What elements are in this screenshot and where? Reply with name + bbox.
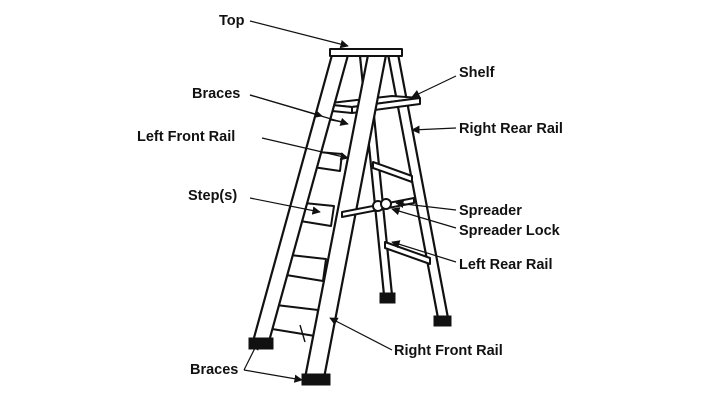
label-shelf: Shelf: [459, 65, 495, 81]
leader-spreader: [395, 199, 457, 211]
leader-braces-lower-b: [243, 369, 303, 383]
label-top: Top: [219, 13, 245, 29]
rear-left-foot: [379, 292, 396, 304]
label-steps: Step(s): [188, 188, 237, 204]
leader-shelf: [411, 75, 457, 98]
label-spreader: Spreader: [459, 203, 522, 219]
leader-lines: [243, 20, 457, 383]
leader-steps: [249, 197, 321, 215]
label-spreader-lock: Spreader Lock: [459, 223, 561, 239]
leader-braces-upper-b: [249, 94, 349, 126]
rear-brace-upper: [372, 161, 413, 183]
label-right-rear-rail: Right Rear Rail: [459, 121, 563, 137]
label-left-front-rail: Left Front Rail: [137, 129, 235, 145]
spreader-lock-hinge-right: [380, 198, 392, 210]
front-left-foot: [248, 337, 274, 350]
labels: Top Shelf Braces Right Rear Rail Left Fr…: [137, 13, 563, 378]
leader-spreader-lock: [391, 207, 457, 229]
label-braces-upper: Braces: [192, 86, 240, 102]
label-braces-lower: Braces: [190, 362, 238, 378]
front-brace-lower-right: [299, 324, 306, 343]
label-left-rear-rail: Left Rear Rail: [459, 257, 552, 273]
front-right-foot: [301, 373, 331, 386]
top-cap: [329, 48, 403, 57]
leader-left-front-rail: [261, 137, 349, 161]
leader-braces-lower-a: [243, 341, 259, 371]
leader-right-rear-rail: [411, 125, 457, 134]
leader-left-rear-rail: [391, 240, 457, 263]
leader-top: [249, 20, 349, 49]
leader-right-front-rail: [329, 317, 393, 351]
steps: [265, 151, 343, 337]
label-right-front-rail: Right Front Rail: [394, 343, 503, 359]
rear-right-foot: [433, 315, 452, 327]
